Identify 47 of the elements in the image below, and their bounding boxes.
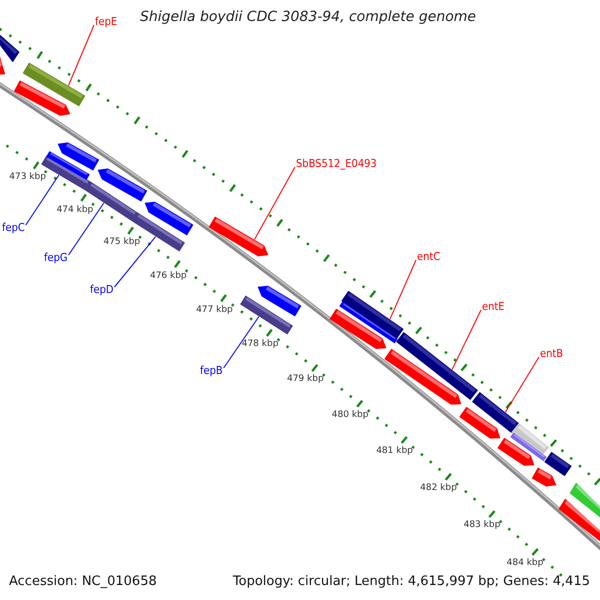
gene-label: fepC	[2, 222, 25, 233]
leader-line	[504, 356, 540, 413]
gene-block	[532, 468, 556, 486]
scale-label: 483 kbp	[464, 520, 500, 530]
leader-line	[223, 316, 260, 368]
gene-block	[0, 56, 6, 75]
scale-label: 473 kbp	[9, 173, 46, 182]
genome-info-text: Topology: circular; Length: 4,615,997 bp; Genes: 4,415	[232, 575, 590, 588]
gene-label: fepE	[95, 16, 118, 27]
gene-block	[384, 348, 462, 405]
gene-block	[258, 286, 302, 316]
gene-bar	[46, 151, 90, 180]
gene-bar	[544, 452, 572, 476]
gene-block	[459, 406, 500, 439]
gene-block	[144, 202, 194, 236]
leader-line	[452, 310, 482, 370]
gene-label: entE	[482, 301, 504, 312]
scale-label: 475 kbp	[103, 238, 140, 248]
gene-bar	[0, 34, 20, 62]
scale-label: 482 kbp	[420, 484, 457, 493]
scale-label: 479 kbp	[286, 375, 324, 384]
gene-label: entC	[417, 251, 440, 262]
leader-line	[68, 202, 104, 256]
map-title: Shigella boydii CDC 3083-94, complete genome	[140, 10, 476, 24]
gene-block	[497, 438, 534, 466]
gene-label: SbBS512_E0493	[296, 158, 377, 169]
scale-label: 481 kbp	[376, 447, 413, 456]
gene-block	[208, 216, 268, 256]
scale-label: 476 kbp	[150, 272, 187, 281]
gene-bar	[558, 498, 600, 542]
scale-label: 474 kbp	[56, 206, 94, 215]
gene-label: entB	[540, 348, 564, 359]
scale-label: 484 kbp	[506, 558, 544, 568]
leader-line	[68, 24, 94, 86]
scale-label: 477 kbp	[196, 306, 233, 315]
scale-label: 480 kbp	[332, 410, 368, 420]
accession-text: Accession: NC_010658	[9, 575, 157, 588]
gene-block	[330, 308, 386, 349]
leader-line	[25, 174, 60, 226]
gene-label: fepD	[90, 284, 114, 295]
gene-block	[98, 168, 148, 202]
gene-label: fepG	[44, 252, 68, 263]
gene-block	[14, 80, 70, 116]
scale-label: 478 kbp	[242, 340, 278, 350]
gene-label: fepB	[200, 365, 223, 376]
leader-line	[254, 166, 296, 240]
leader-line	[114, 236, 156, 288]
